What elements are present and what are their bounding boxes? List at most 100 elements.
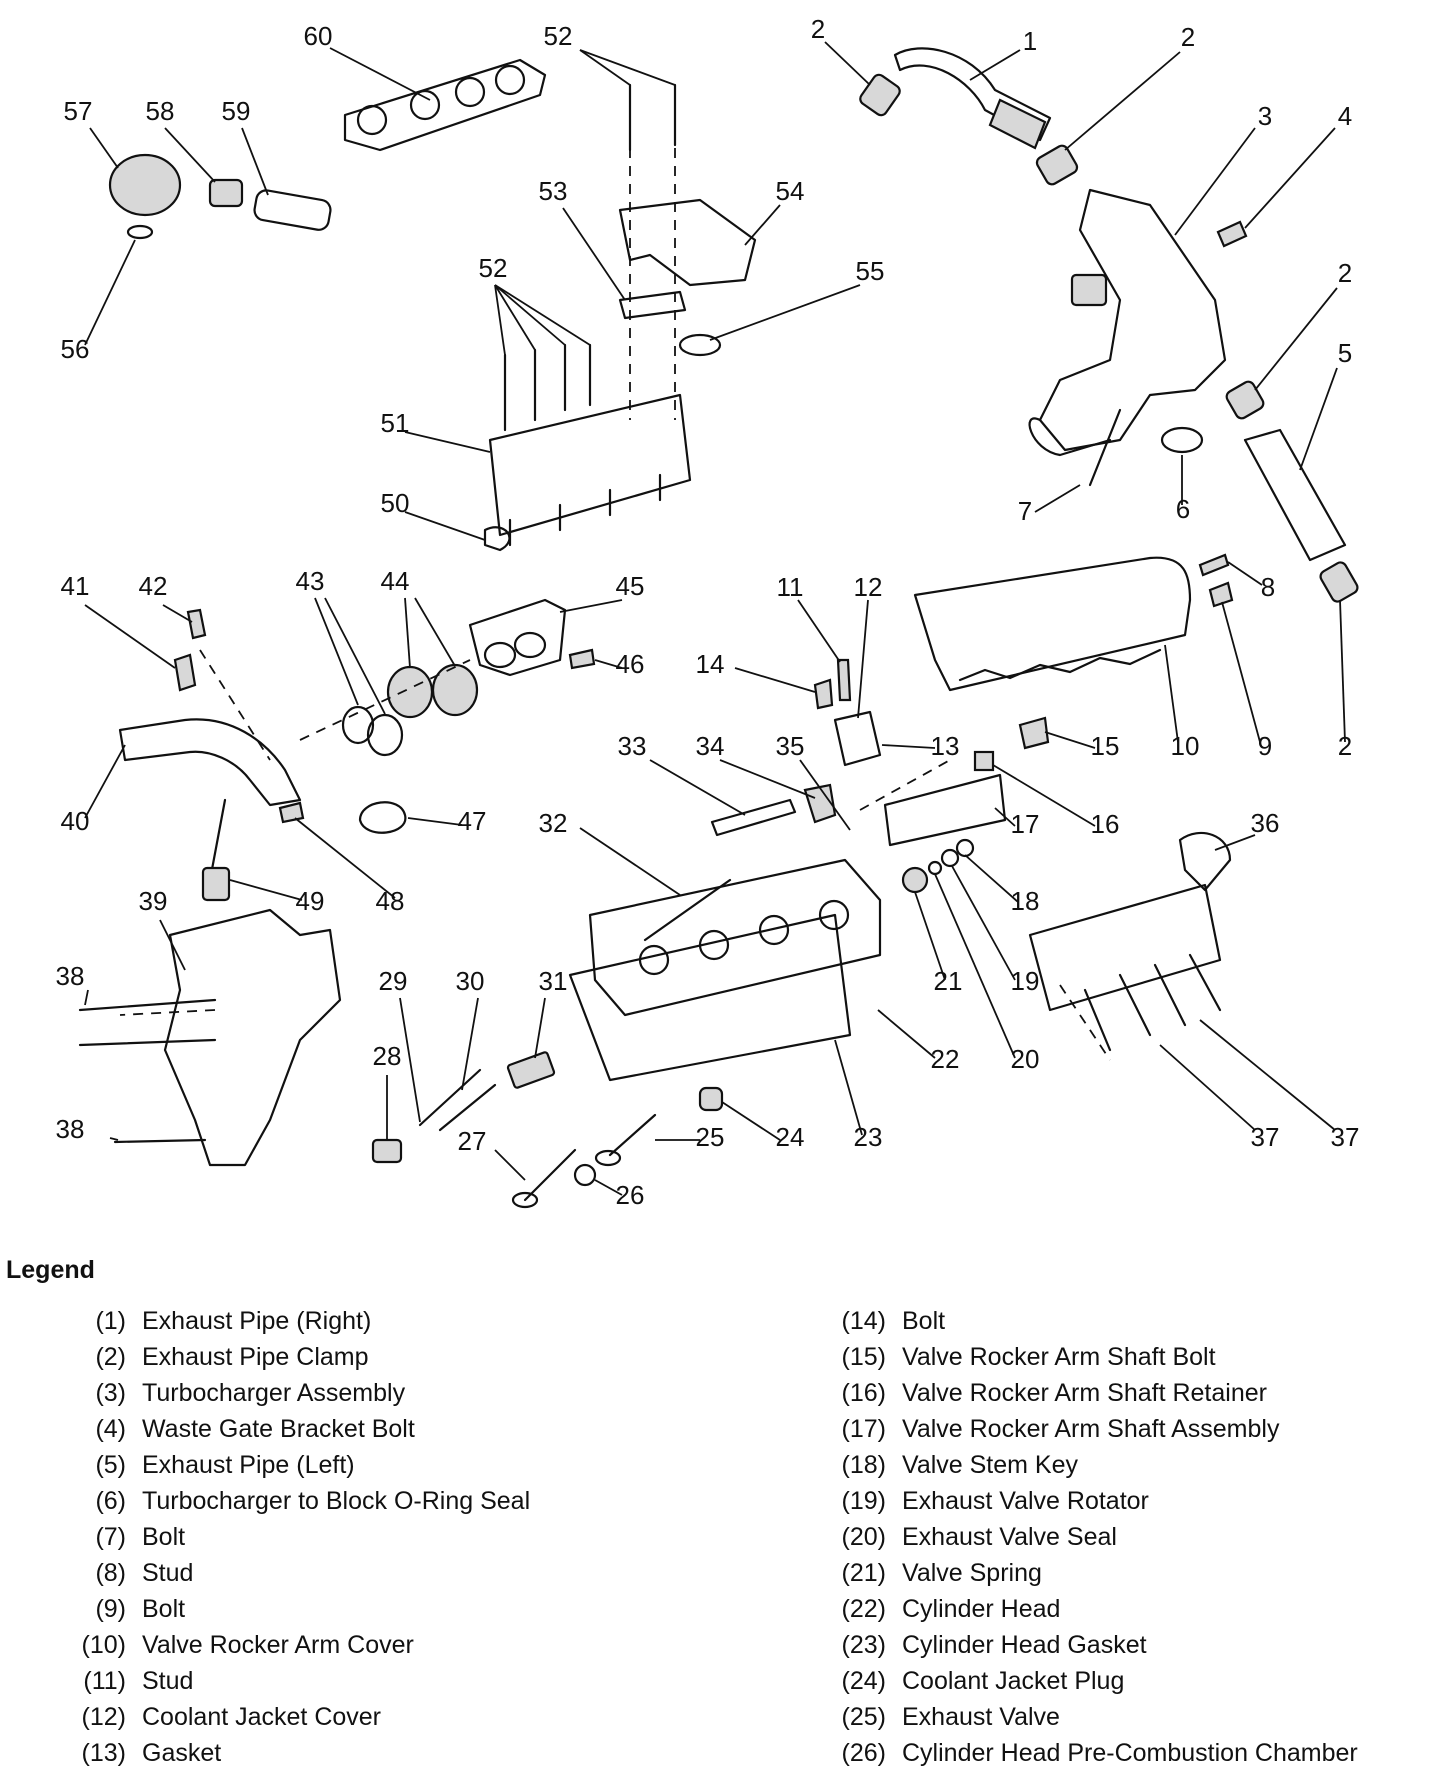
exhaust-pipe-left-drawing xyxy=(1243,428,1347,562)
bolts-38-drawing xyxy=(78,998,217,1144)
callout-16: 16 xyxy=(1091,809,1120,839)
housing-45-port-b xyxy=(513,631,547,659)
legend-item: (10)Valve Rocker Arm Cover xyxy=(40,1627,530,1663)
clamp-lower-drawing xyxy=(1319,561,1359,603)
rod-33-drawing xyxy=(710,798,797,837)
part-59-drawing xyxy=(253,189,332,231)
turbo-outlet-drawing xyxy=(1028,417,1112,457)
callout-27: 27 xyxy=(458,1126,487,1156)
legend-left-column: (1)Exhaust Pipe (Right)(2)Exhaust Pipe C… xyxy=(40,1303,531,1771)
legend-item-number: (5) xyxy=(95,1451,126,1479)
clamp-left-drawing xyxy=(859,73,901,117)
legend-item: (26)Cylinder Head Pre-Combustion Chamber xyxy=(800,1735,1358,1771)
legend-item-label: Bolt xyxy=(142,1595,186,1623)
legend-item-number: (25) xyxy=(841,1703,886,1731)
manifold-51-drawing xyxy=(488,393,692,537)
legend-item-label: Coolant Jacket Cover xyxy=(142,1703,382,1731)
callout-53: 53 xyxy=(539,176,568,206)
bolt-46-drawing xyxy=(568,648,596,670)
legend-item-label: Stud xyxy=(142,1667,194,1695)
housing-45-drawing xyxy=(468,598,567,677)
callout-37: 37 xyxy=(1251,1122,1280,1152)
legend-title: Legend xyxy=(6,1256,95,1284)
legend-item-number: (20) xyxy=(841,1523,886,1551)
legend-item: (15)Valve Rocker Arm Shaft Bolt xyxy=(800,1339,1358,1375)
o-ring-6-drawing xyxy=(1160,426,1204,454)
part-56-drawing xyxy=(126,224,154,240)
legend-item-label: Coolant Jacket Plug xyxy=(902,1667,1125,1695)
legend-item-number: (24) xyxy=(841,1667,886,1695)
callout-40: 40 xyxy=(61,806,90,836)
callout-11: 11 xyxy=(777,572,804,602)
legend-item-number: (14) xyxy=(841,1307,886,1335)
legend-item-label: Turbocharger Assembly xyxy=(142,1379,406,1407)
clamp-right-drawing xyxy=(1035,144,1079,186)
legend-item-label: Exhaust Valve xyxy=(902,1703,1060,1731)
diagram-dashed-guides xyxy=(119,130,1111,1061)
legend-item-label: Valve Spring xyxy=(902,1559,1042,1587)
legend-item-number: (2) xyxy=(95,1343,126,1371)
callout-35: 35 xyxy=(776,731,805,761)
plug-24-drawing xyxy=(698,1086,724,1112)
callout-12: 12 xyxy=(854,572,883,602)
manifold-port-1 xyxy=(356,104,388,136)
legend-item-label: Turbocharger to Block O-Ring Seal xyxy=(142,1487,531,1515)
seal-43b-drawing xyxy=(366,713,404,757)
legend-item-number: (10) xyxy=(81,1631,126,1659)
legend-item: (14) Bolt xyxy=(800,1303,1358,1339)
legend-item-label: Exhaust Valve Rotator xyxy=(902,1487,1149,1515)
legend-item-number: (19) xyxy=(841,1487,886,1515)
seal-43a-drawing xyxy=(341,705,375,745)
legend-item-label: Exhaust Pipe Clamp xyxy=(142,1343,369,1371)
legend-item-label: Exhaust Valve Seal xyxy=(902,1523,1117,1551)
exploded-parts-diagram: 1223425678921011121314151617181920212223… xyxy=(56,14,1360,1210)
callout-2: 2 xyxy=(1338,731,1352,761)
pipe-49-drawing xyxy=(208,798,227,882)
legend-item: (6)Turbocharger to Block O-Ring Seal xyxy=(40,1483,530,1519)
elbow-36-drawing xyxy=(1178,831,1232,892)
legend-item-number: (11) xyxy=(83,1667,126,1695)
legend-item-label: Cylinder Head Gasket xyxy=(902,1631,1147,1659)
legend-item: (20) Exhaust Valve Seal xyxy=(800,1519,1358,1555)
valve-27-head xyxy=(511,1191,539,1209)
callout-23: 23 xyxy=(854,1122,883,1152)
cylinder-head-gasket-23-drawing xyxy=(568,913,852,1082)
callout-21: 21 xyxy=(934,966,963,996)
callout-38: 38 xyxy=(56,1114,85,1144)
legend-item-label: Valve Rocker Arm Shaft Bolt xyxy=(902,1343,1216,1371)
callout-10: 10 xyxy=(1171,731,1200,761)
callout-8: 8 xyxy=(1261,572,1275,602)
legend-item-number: (4) xyxy=(95,1415,126,1443)
callout-39: 39 xyxy=(139,886,168,916)
valve-seal-20-drawing xyxy=(927,860,943,876)
legend-item: (21)Valve Spring xyxy=(800,1555,1358,1591)
callout-56: 56 xyxy=(61,334,90,364)
legend-item: (18)Valve Stem Key xyxy=(800,1447,1358,1483)
diagram-leader-lines xyxy=(84,41,1346,1196)
valve-spring-21-drawing xyxy=(901,866,929,894)
part-57-drawing xyxy=(108,153,182,217)
callout-25: 25 xyxy=(696,1122,725,1152)
legend-item-label: Bolt xyxy=(142,1523,186,1551)
bolt-4-drawing xyxy=(1216,220,1248,248)
exhaust-pipe-right-flange xyxy=(988,98,1047,150)
legend-item-number: (7) xyxy=(95,1523,126,1551)
callout-41: 41 xyxy=(61,571,90,601)
callout-15: 15 xyxy=(1091,731,1120,761)
studs-52-upper xyxy=(628,83,677,152)
legend-item: (25) Exhaust Valve xyxy=(800,1699,1358,1735)
bolt-48-drawing xyxy=(278,801,305,824)
callout-18: 18 xyxy=(1011,886,1040,916)
callout-24: 24 xyxy=(776,1122,805,1152)
legend-item-label: Bolt xyxy=(902,1307,946,1335)
callout-60: 60 xyxy=(304,21,333,51)
legend-item-number: (3) xyxy=(95,1379,126,1407)
callout-51: 51 xyxy=(381,408,410,438)
legend-item: (11) Stud xyxy=(40,1663,530,1699)
legend-right-column: (14)Bolt(15)Valve Rocker Arm Shaft Bolt(… xyxy=(800,1303,1358,1771)
callout-32: 32 xyxy=(539,808,568,838)
callout-59: 59 xyxy=(222,96,251,126)
legend-item: (17)Valve Rocker Arm Shaft Assembly xyxy=(800,1411,1358,1447)
legend-item: (19) Exhaust Valve Rotator xyxy=(800,1483,1358,1519)
legend-item: (16)Valve Rocker Arm Shaft Retainer xyxy=(800,1375,1358,1411)
